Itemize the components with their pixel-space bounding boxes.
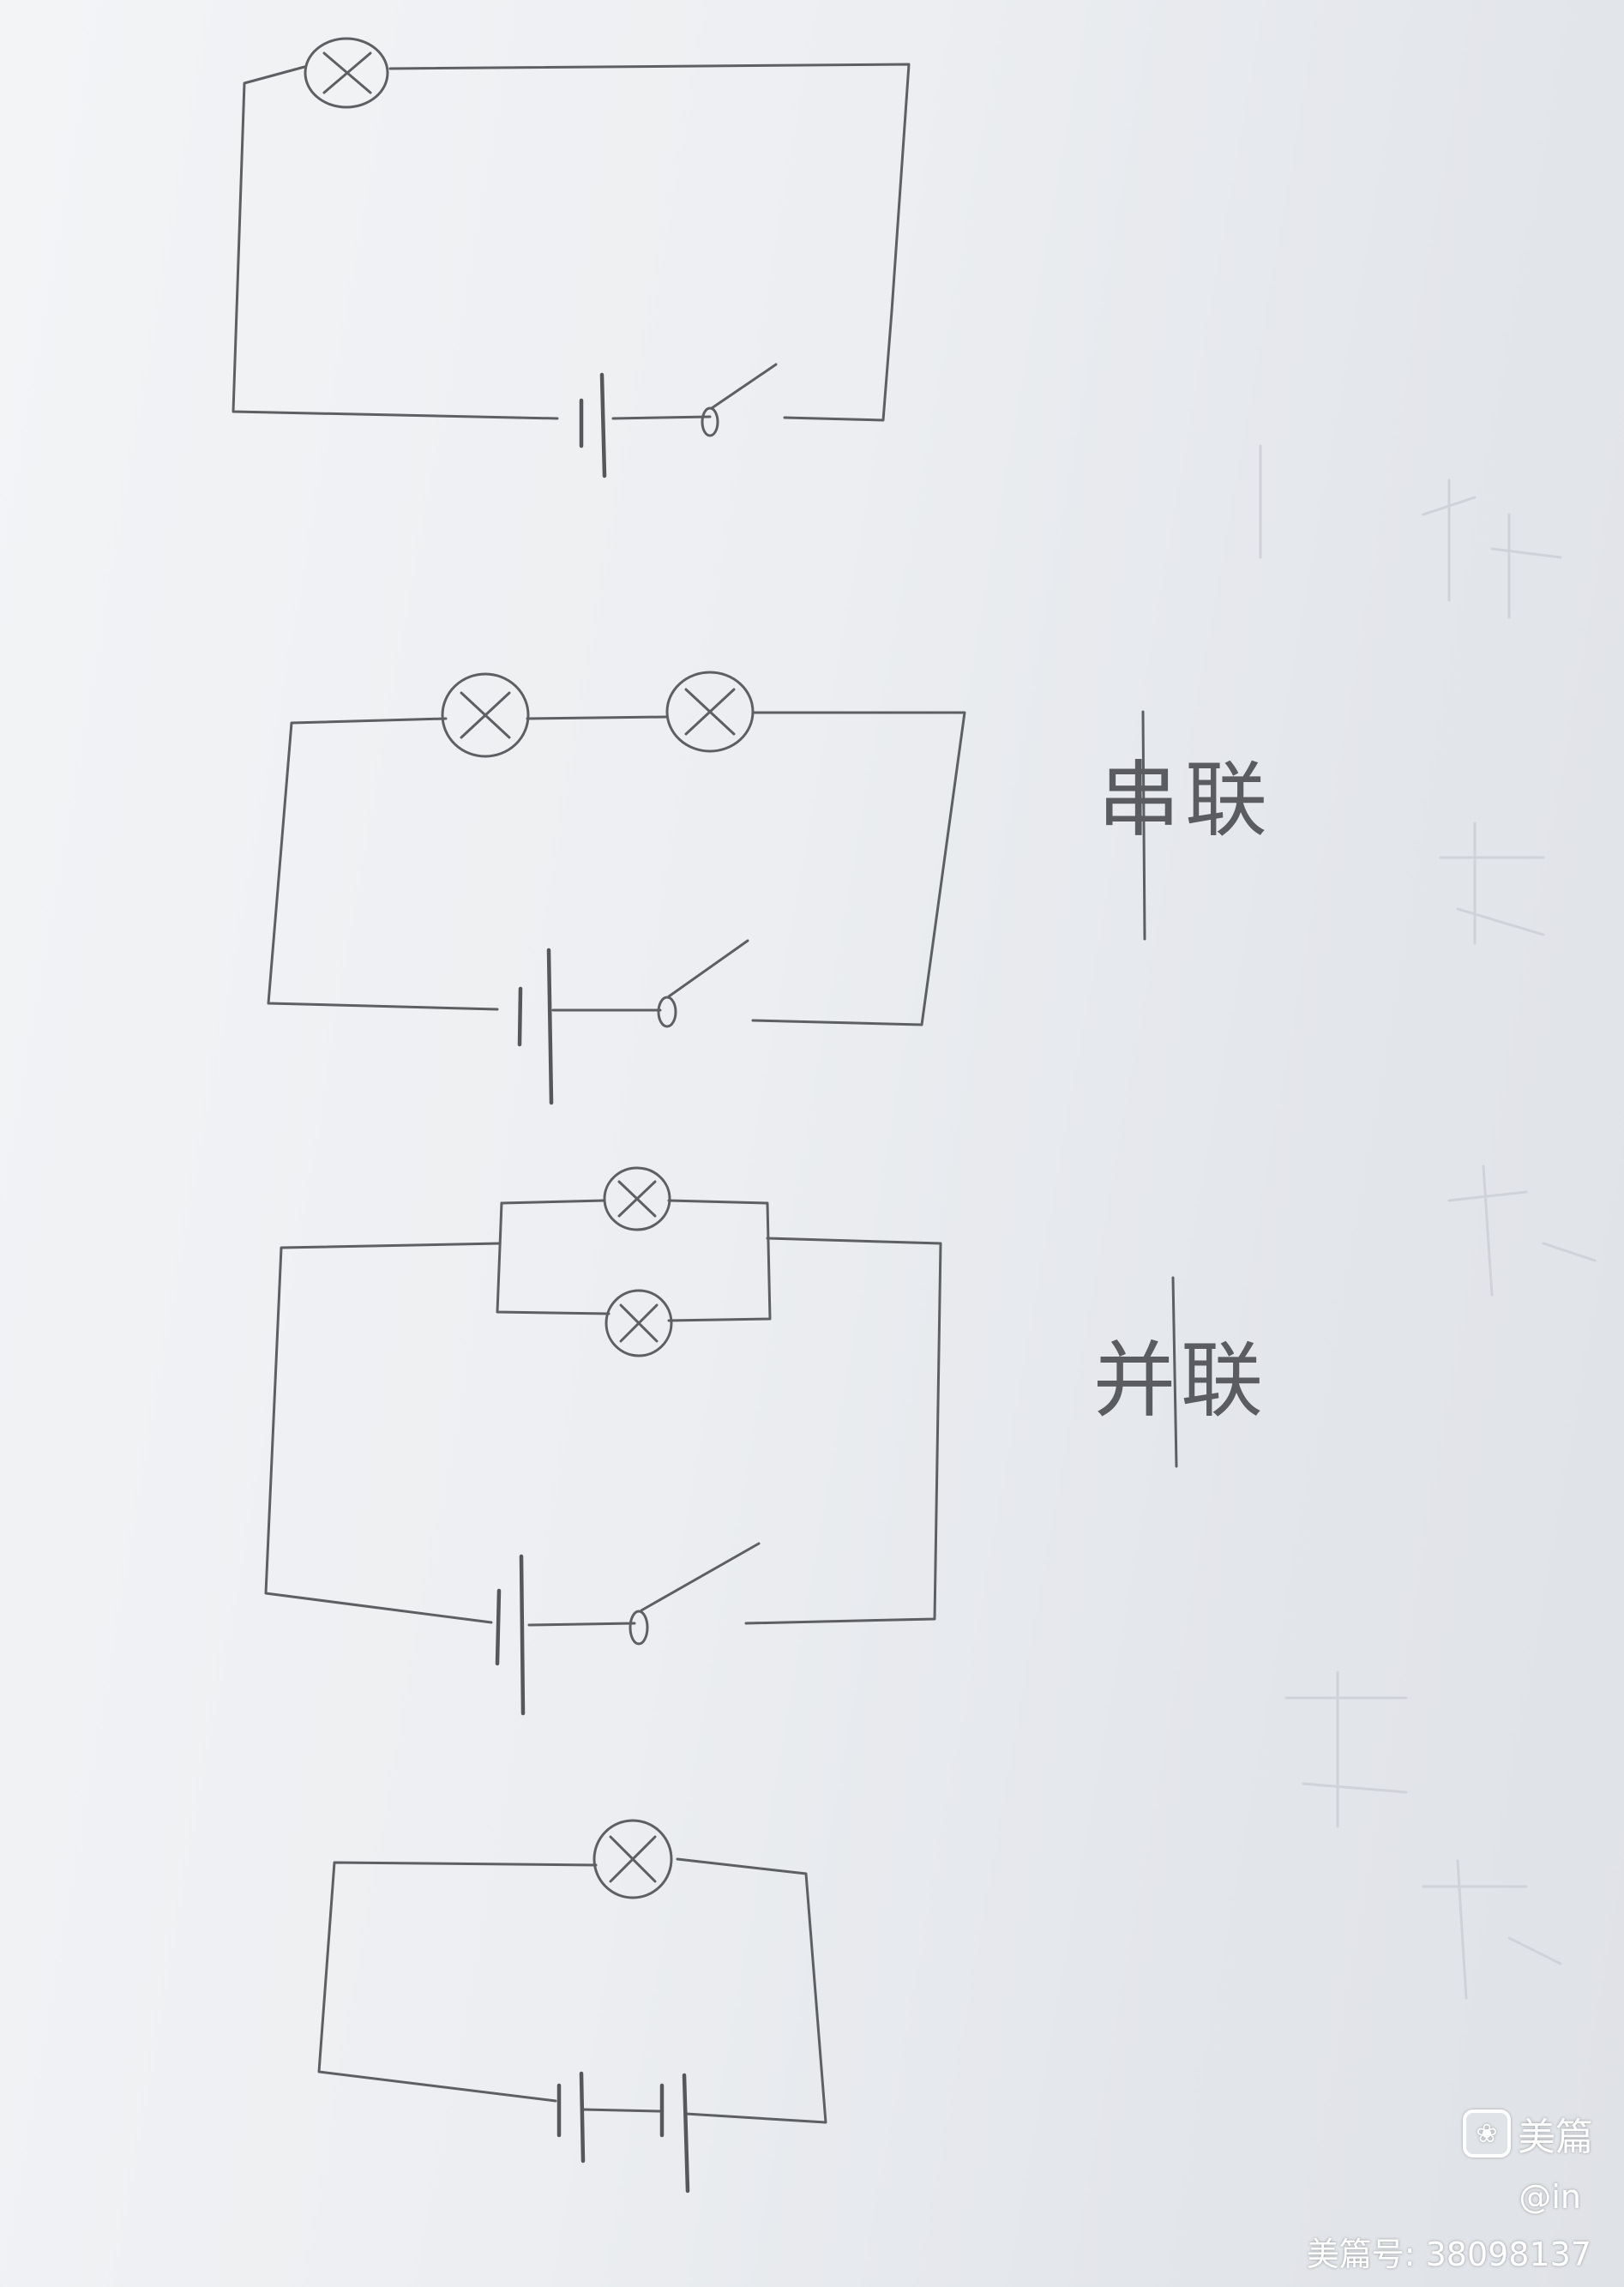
wire	[317, 1861, 598, 2103]
wire	[611, 415, 712, 420]
wire	[744, 1237, 942, 1625]
wire	[667, 1199, 772, 1322]
wire	[267, 717, 499, 1011]
lamp-cross-circle-icon	[592, 1819, 673, 1899]
battery-cell-icon	[659, 2073, 690, 2194]
label-stroke	[1141, 710, 1146, 941]
open-switch-icon	[701, 363, 778, 437]
series-label: 串联	[1098, 752, 1272, 848]
open-switch-icon	[629, 1542, 761, 1646]
wire	[500, 1199, 606, 1205]
battery-cell-icon	[517, 948, 554, 1105]
wire	[264, 1242, 502, 1624]
wire	[526, 715, 669, 720]
wire	[751, 711, 966, 1026]
wire	[676, 1857, 827, 2124]
lamp-cross-circle-icon	[304, 37, 389, 109]
circuit-series	[267, 671, 966, 1105]
battery-cell-icon	[579, 372, 607, 478]
wire	[496, 1201, 611, 1315]
lamp-cross-circle-icon	[604, 1289, 673, 1357]
wire	[527, 1622, 636, 1627]
circuit-two-cells	[317, 1819, 827, 2194]
wire	[581, 2108, 662, 2113]
circuit-single-lamp	[232, 37, 911, 478]
bleed-through-marks	[1259, 444, 1597, 2000]
lamp-cross-circle-icon	[441, 672, 530, 758]
watermark-brand: 美篇	[1518, 2115, 1593, 2159]
meipian-logo-icon: ❀	[1463, 2109, 1511, 2158]
circuit-parallel	[264, 1166, 942, 1716]
label-stroke	[1171, 1276, 1178, 1468]
lamp-cross-circle-icon	[603, 1166, 671, 1231]
battery-cell-icon	[495, 1554, 526, 1716]
wire	[232, 65, 559, 420]
watermark-logo: ❀ 美篇	[1463, 2106, 1593, 2161]
watermark-account: 美篇号: 38098137	[1306, 2236, 1591, 2273]
open-switch-icon	[657, 939, 749, 1028]
parallel-label: 并联	[1093, 1333, 1268, 1429]
wire	[388, 63, 911, 422]
watermark-handle: @in	[1519, 2178, 1581, 2216]
battery-cell-icon	[556, 2071, 586, 2164]
lamp-cross-circle-icon	[665, 671, 755, 753]
